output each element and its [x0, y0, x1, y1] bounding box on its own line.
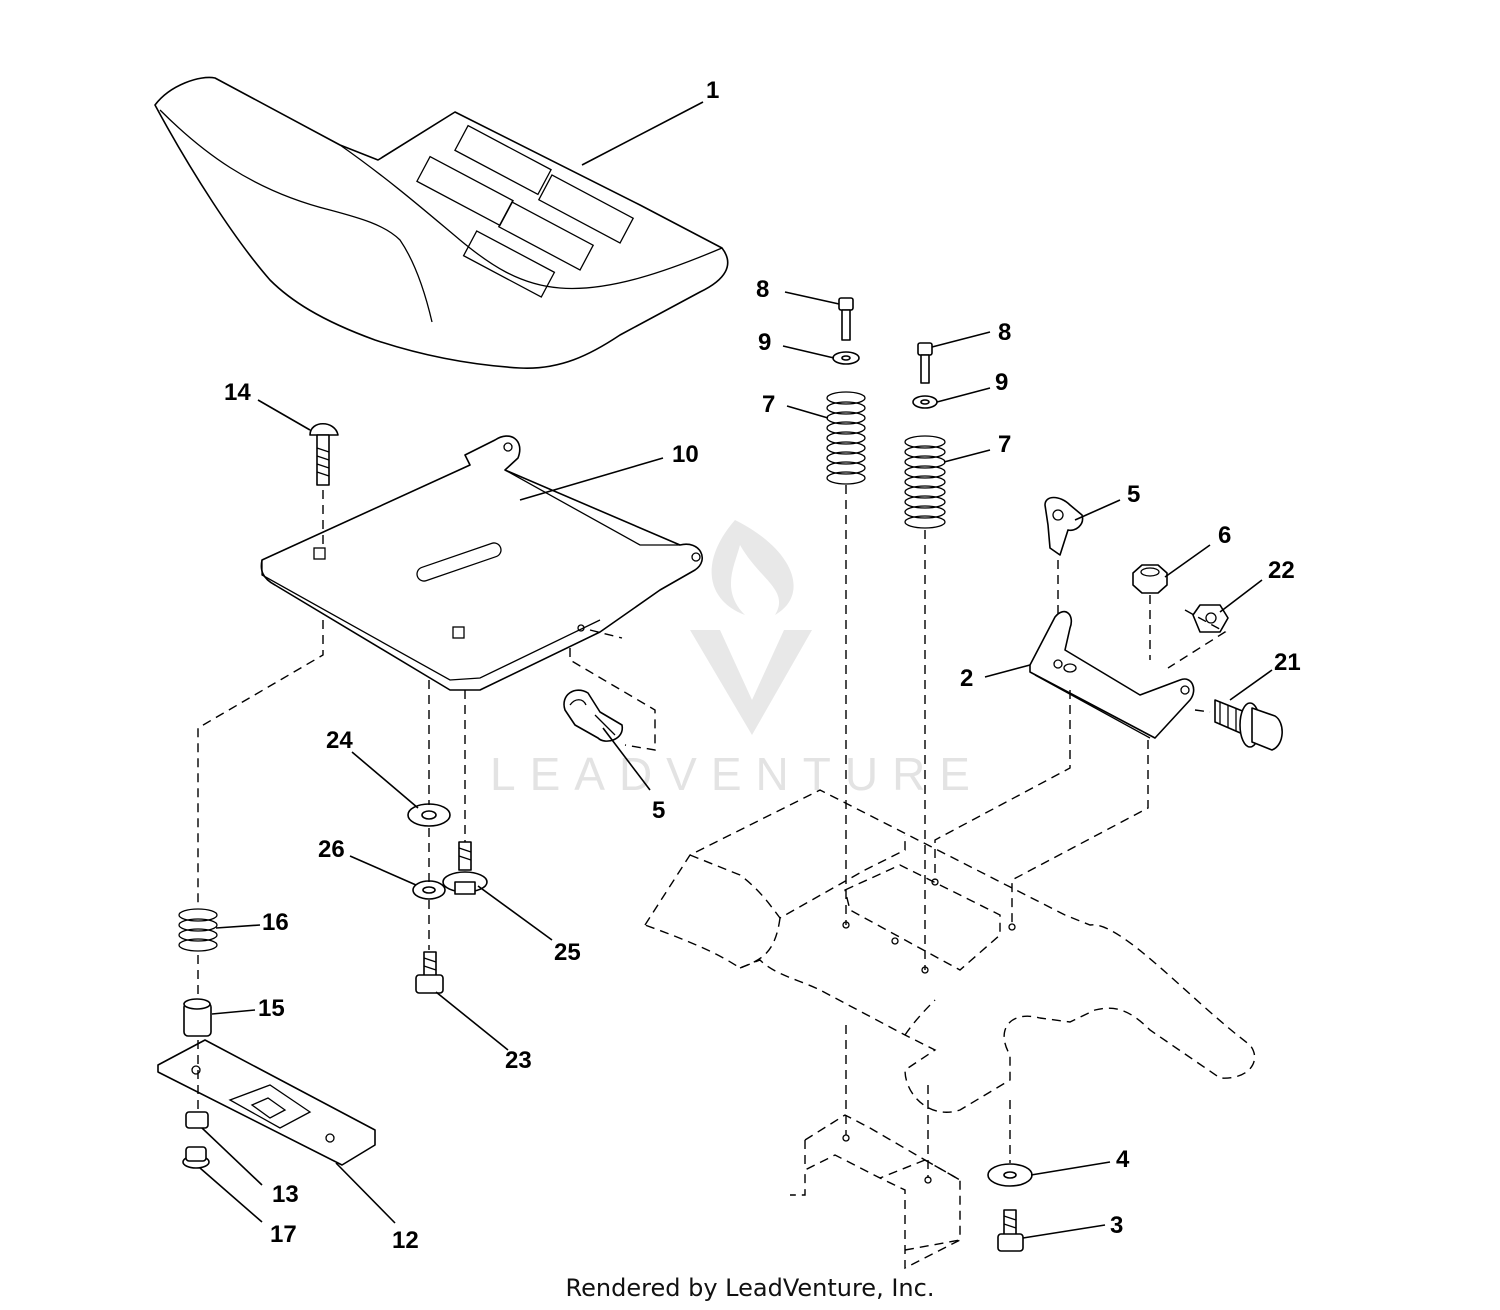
lock-washer-26: [412, 880, 446, 900]
shoulder-bolt: [442, 841, 488, 895]
nut-13: [185, 1111, 209, 1129]
callout-2: 2: [960, 665, 973, 692]
callout-5-left: 5: [652, 797, 665, 824]
callout-13: 13: [272, 1181, 299, 1208]
bolt-23: [415, 951, 444, 994]
watermark-text: LEADVENTURE: [490, 748, 984, 800]
callout-22: 22: [1268, 557, 1295, 584]
assembly-lines: [197, 485, 1227, 1178]
callout-14: 14: [224, 379, 251, 406]
carriage-bolt: [309, 422, 339, 486]
callout-26: 26: [318, 836, 345, 863]
bolt-8-left: [838, 297, 854, 341]
callout-12: 12: [392, 1227, 419, 1254]
spacer: [183, 998, 212, 1037]
bracket-plate: [157, 1039, 376, 1166]
bolt-8-right: [917, 342, 933, 384]
hex-nut-6: [1132, 564, 1168, 594]
callout-8-right: 8: [998, 319, 1011, 346]
mount-bracket: [1029, 610, 1195, 739]
callout-6: 6: [1218, 522, 1231, 549]
spring-7-right: [904, 435, 946, 529]
callout-8-left: 8: [756, 276, 769, 303]
callout-3: 3: [1110, 1212, 1123, 1239]
washer-9-right: [912, 395, 938, 409]
washer-9-left: [832, 351, 860, 365]
bolt-3: [997, 1209, 1024, 1252]
callout-17: 17: [270, 1221, 297, 1248]
callout-9-right: 9: [995, 369, 1008, 396]
tractor-frame-phantom: [643, 789, 1256, 1270]
flange-bolt-21: [1214, 699, 1283, 751]
callout-10: 10: [672, 441, 699, 468]
callout-15: 15: [258, 995, 285, 1022]
callout-23: 23: [505, 1047, 532, 1074]
small-spring: [178, 908, 218, 952]
callout-24: 24: [326, 727, 353, 754]
callout-7-left: 7: [762, 391, 775, 418]
leader-lines: [199, 101, 1273, 1239]
seat: [154, 76, 729, 369]
seat-pan: [260, 435, 703, 691]
callout-7-right: 7: [998, 431, 1011, 458]
callout-1: 1: [706, 77, 719, 104]
callout-5-right: 5: [1127, 481, 1140, 508]
clip-right: [1044, 496, 1084, 556]
spring-7-left: [826, 391, 866, 485]
hex-nut-22: [1192, 604, 1229, 633]
callout-25: 25: [554, 939, 581, 966]
footer-credit: Rendered by LeadVenture, Inc.: [565, 1274, 935, 1302]
callout-9-left: 9: [758, 329, 771, 356]
watermark-logo-icon: [690, 520, 812, 735]
callout-4: 4: [1116, 1146, 1130, 1173]
washer-4: [987, 1163, 1033, 1187]
clip-left: [563, 689, 623, 742]
frame-holes: [842, 878, 1016, 1184]
callout-numbers: 1 14 10 8 9 7 8 9 7 5 6 22 21 2 5 24 26 …: [224, 77, 1301, 1254]
flange-nut-17: [182, 1146, 210, 1169]
callout-21: 21: [1274, 649, 1301, 676]
washer-24: [407, 803, 451, 827]
callout-16: 16: [262, 909, 289, 936]
